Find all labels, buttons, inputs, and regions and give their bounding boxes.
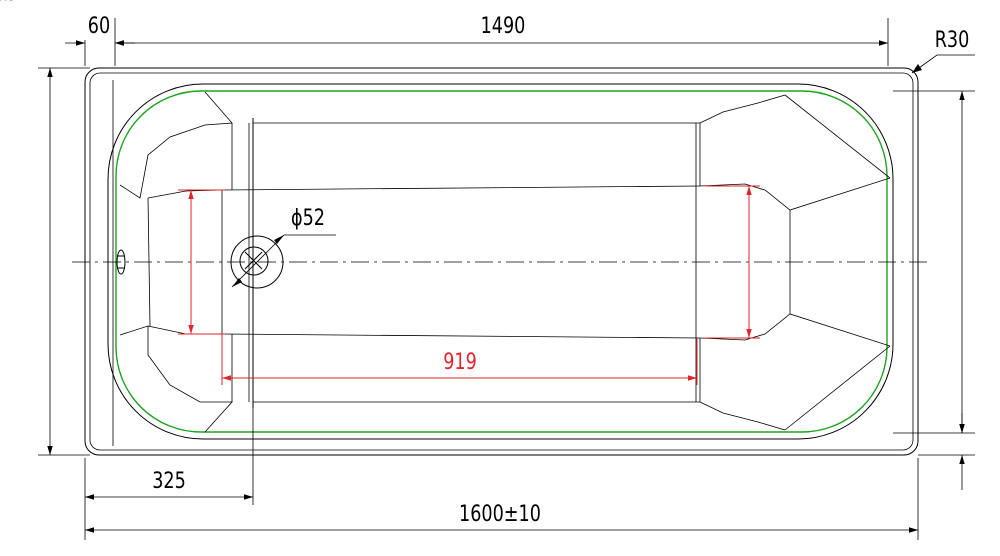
dim-288-label: 288 — [0, 0, 17, 6]
dim-282-label: 282 — [0, 0, 17, 6]
dim-325-label: 325 — [152, 468, 186, 493]
dim-750-label: 750 — [0, 0, 17, 6]
inner-contour — [115, 90, 888, 433]
dim-r30-label: R30 — [935, 27, 970, 52]
dim-drain — [231, 234, 336, 288]
dim-left — [38, 67, 90, 456]
dim-919-label: 919 — [443, 349, 477, 374]
dim-50-label: 50 — [0, 0, 11, 6]
dim-top — [65, 18, 889, 66]
dim-1490-label: 1490 — [481, 13, 526, 38]
dim-650-label: 650 — [0, 0, 17, 6]
dim-60-label: 60 — [88, 13, 110, 38]
tub-outline — [84, 67, 919, 456]
dim-1600-label: 1600±10 — [459, 501, 541, 526]
dim-red — [178, 185, 760, 385]
radius-leader — [911, 54, 975, 74]
tub-rim — [107, 83, 894, 440]
dim-drain-label: ϕ52 — [291, 205, 325, 230]
dim-bottom — [84, 408, 919, 540]
dim-right — [893, 90, 975, 490]
drain-hole — [230, 235, 284, 289]
overflow-hole — [116, 249, 126, 275]
